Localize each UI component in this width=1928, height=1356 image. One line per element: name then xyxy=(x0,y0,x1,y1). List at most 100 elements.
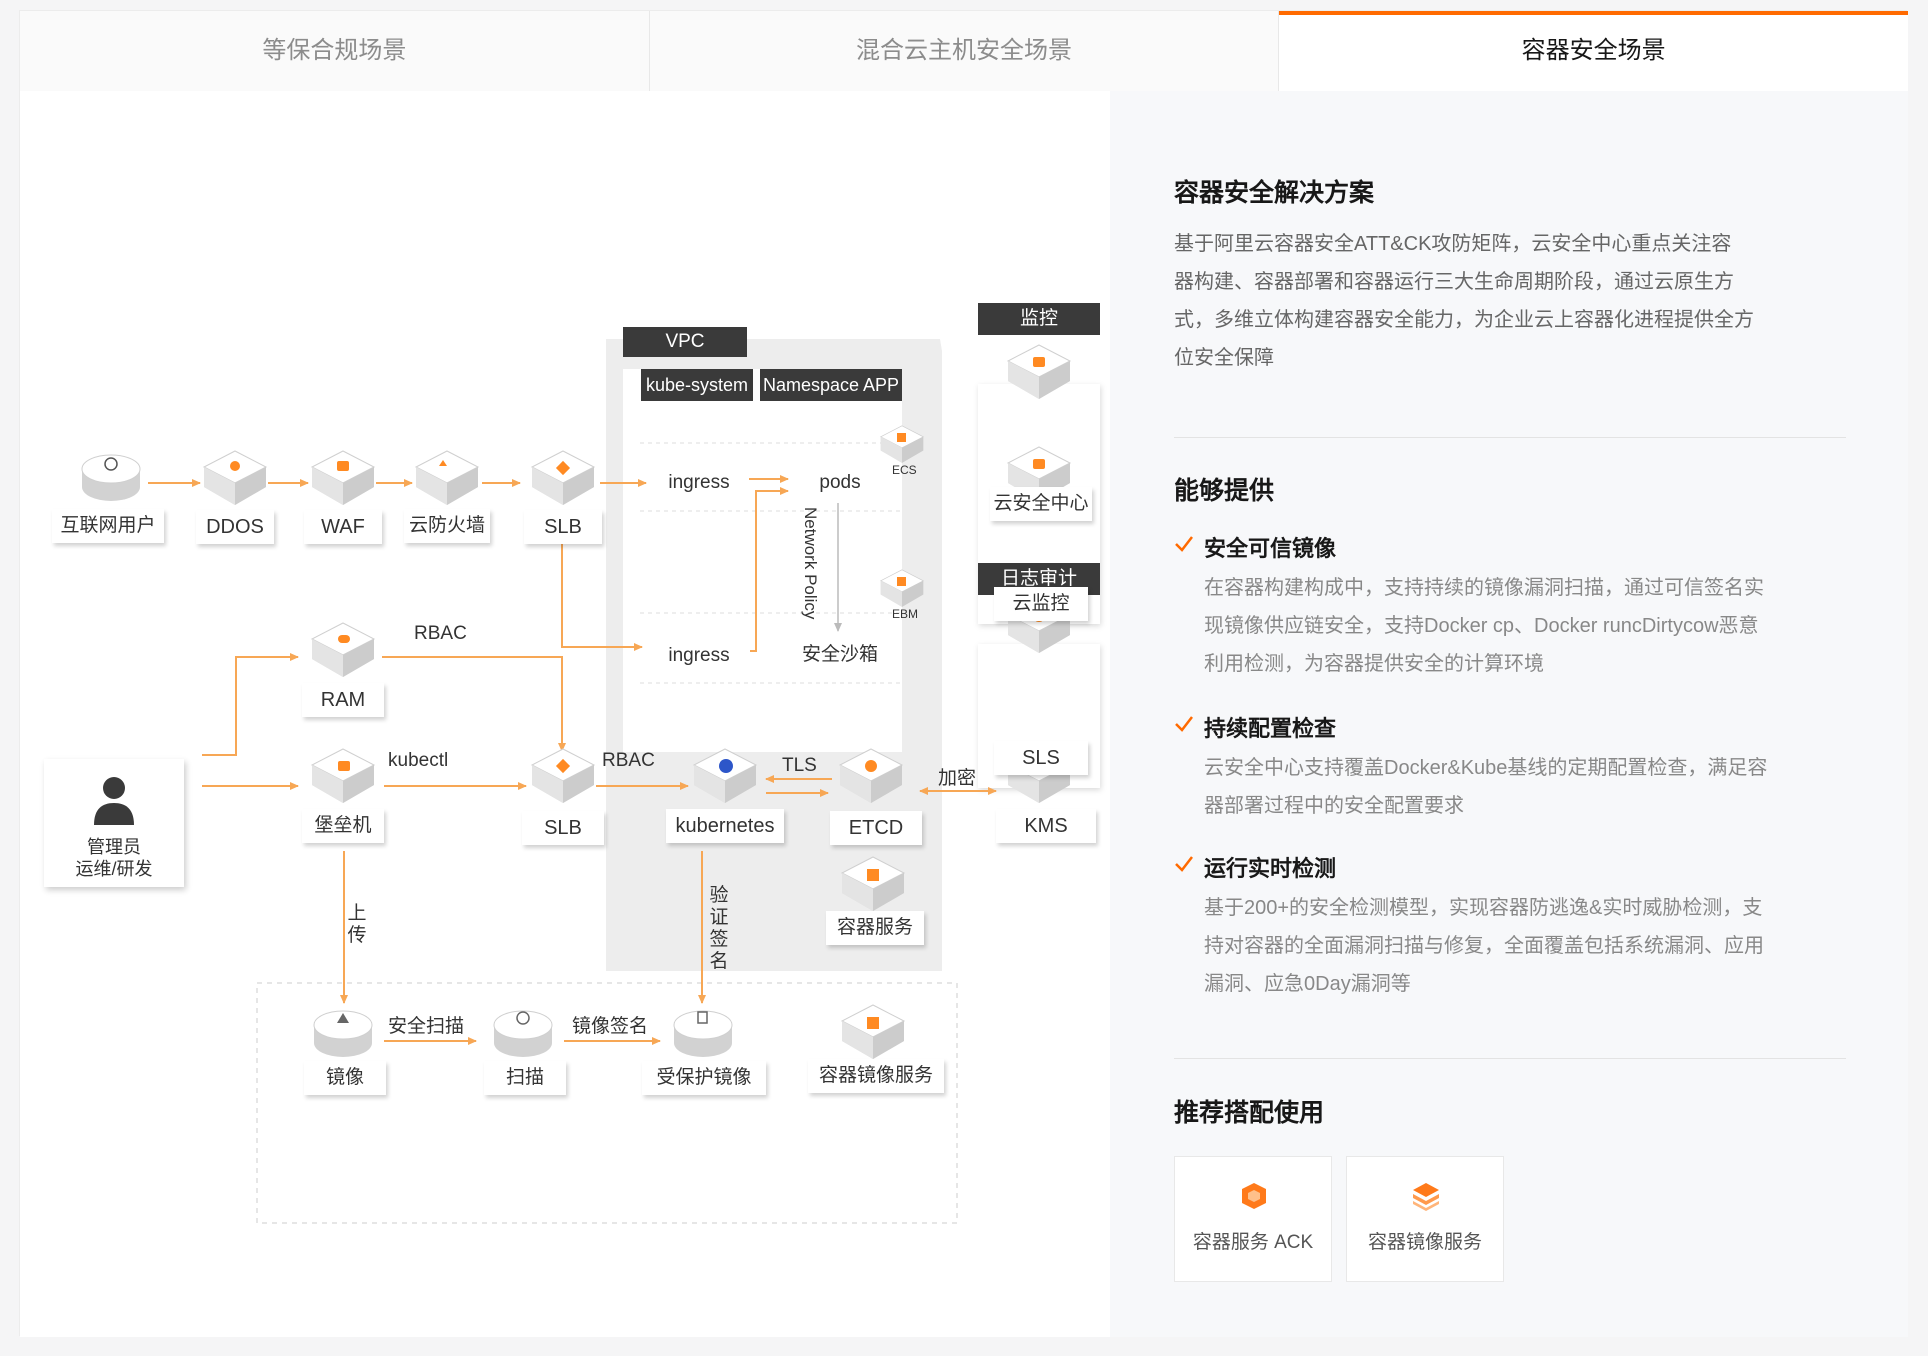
image-pipeline-box xyxy=(256,982,958,1224)
feature-line: 云安全中心支持覆盖Docker&Kube基线的定期配置检查，满足容 xyxy=(1204,757,1768,779)
tab-hybrid-cloud-host[interactable]: 混合云主机安全场景 xyxy=(649,11,1280,91)
feature-line: 现镜像供应链安全，支持Docker cp、Docker runcDirtycow… xyxy=(1204,615,1759,637)
cloud-monitor-icon xyxy=(1033,459,1045,469)
feature-description: 基于200+的安全检测模型，实现容器防逃逸&实时威胁检测，支 持对容器的全面漏洞… xyxy=(1204,889,1854,1003)
edge-security-scan: 安全扫描 xyxy=(388,1016,465,1037)
monitor-title: 监控 xyxy=(978,303,1100,335)
slb-mid-node: SLB xyxy=(522,811,604,845)
ram-node: RAM xyxy=(302,683,384,717)
product-label: 容器服务 ACK xyxy=(1192,1232,1314,1253)
admin-node: 管理员 运维/研发 xyxy=(44,759,184,887)
waf-icon xyxy=(337,461,349,471)
check-icon xyxy=(1175,856,1193,872)
tab-container-security[interactable]: 容器安全场景 xyxy=(1279,11,1909,91)
sandbox-box: 安全沙箱 xyxy=(790,638,890,672)
ecs-icon xyxy=(897,433,906,442)
image-icon xyxy=(337,1013,349,1023)
ram-icon xyxy=(338,635,350,643)
ebm-label: EBM xyxy=(892,607,919,621)
solution-title: 容器安全解决方案 xyxy=(1174,179,1375,207)
cloud-monitor-node: 云监控 xyxy=(994,587,1088,621)
bastion-icon xyxy=(338,761,350,771)
kms-node: KMS xyxy=(996,809,1096,843)
feature-description: 在容器构建构成中，支持持续的镜像漏洞扫描，通过可信签名实 现镜像供应链安全，支持… xyxy=(1204,569,1854,683)
ingress-bottom: ingress xyxy=(649,639,749,673)
divider-2 xyxy=(1174,1058,1846,1059)
container-registry-node: 容器镜像服务 xyxy=(808,1059,944,1093)
scenario-card: 等保合规场景 混合云主机安全场景 容器安全场景 xyxy=(19,10,1909,1337)
solution-sidebar: 容器安全解决方案 基于阿里云容器安全ATT&CK攻防矩阵，云安全中心重点关注容 … xyxy=(1110,91,1908,1337)
product-card-registry[interactable]: 容器镜像服务 xyxy=(1346,1156,1504,1282)
feature-line: 漏洞、应急0Day漏洞等 xyxy=(1204,973,1411,995)
image-node: 镜像 xyxy=(304,1061,386,1095)
feature-line: 利用检测，为容器提供安全的计算环境 xyxy=(1204,653,1544,675)
etcd-icon xyxy=(865,760,877,772)
security-center-node: 云安全中心 xyxy=(990,487,1092,521)
internet-user-node: 互联网用户 xyxy=(52,509,164,543)
tab-compliance[interactable]: 等保合规场景 xyxy=(20,11,650,91)
sls-node: SLS xyxy=(994,741,1088,775)
person-icon xyxy=(94,777,134,825)
scenario-tabs: 等保合规场景 混合云主机安全场景 容器安全场景 xyxy=(20,11,1909,91)
scan-node: 扫描 xyxy=(484,1061,566,1095)
network-policy-label: Network Policy xyxy=(801,507,820,620)
vpc-title: VPC xyxy=(623,327,747,357)
kubernetes-icon xyxy=(719,759,733,773)
edge-verify-sign: 验证签名 xyxy=(709,885,729,972)
namespace-app-title: Namespace APP xyxy=(760,369,902,401)
etcd-node: ETCD xyxy=(830,811,922,845)
kube-system-title: kube-system xyxy=(641,369,753,401)
scan-icon xyxy=(516,1011,530,1025)
edge-rbac-ram: RBAC xyxy=(414,623,467,644)
edge-upload: 上传 xyxy=(347,903,367,946)
feature-description: 云安全中心支持覆盖Docker&Kube基线的定期配置检查，满足容 器部署过程中… xyxy=(1204,749,1854,825)
ddos-node: DDOS xyxy=(196,510,274,544)
feature-title: 持续配置检查 xyxy=(1204,716,1337,741)
security-center-icon xyxy=(1033,357,1045,367)
firewall-icon xyxy=(439,460,447,466)
pods-box: pods xyxy=(790,466,890,500)
protected-image-icon xyxy=(697,1011,708,1024)
check-icon xyxy=(1175,716,1193,732)
solution-line-3: 式，多维立体构建容器安全能力，为企业云上容器化进程提供全方 xyxy=(1174,309,1754,331)
feature-line: 器部署过程中的安全配置要求 xyxy=(1204,795,1464,817)
feature-line: 在容器构建构成中，支持持续的镜像漏洞扫描，通过可信签名实 xyxy=(1204,577,1764,599)
edge-rbac-k8s: RBAC xyxy=(602,750,655,771)
slb-icon xyxy=(555,460,571,476)
check-icon xyxy=(1175,536,1193,552)
ack-icon xyxy=(1242,1183,1266,1209)
product-label: 容器镜像服务 xyxy=(1367,1232,1482,1253)
solution-line-2: 器构建、容器部署和容器运行三大生命周期阶段，通过云原生方 xyxy=(1174,271,1734,293)
kubernetes-node: kubernetes xyxy=(666,809,784,843)
container-service-icon xyxy=(867,869,879,881)
waf-node: WAF xyxy=(304,510,382,544)
edge-image-sign: 镜像签名 xyxy=(572,1016,649,1037)
edge-encrypt: 加密 xyxy=(938,768,977,789)
container-service-node: 容器服务 xyxy=(826,911,924,945)
recommend-title: 推荐搭配使用 xyxy=(1174,1099,1325,1127)
divider-1 xyxy=(1174,437,1846,438)
feature-title: 安全可信镜像 xyxy=(1204,536,1337,561)
globe-icon xyxy=(104,457,118,471)
ebm-icon xyxy=(897,577,906,586)
admin-label: 管理员 xyxy=(87,837,141,857)
solution-line-1: 基于阿里云容器安全ATT&CK攻防矩阵，云安全中心重点关注容 xyxy=(1174,233,1732,255)
protected-image-node: 受保护镜像 xyxy=(642,1061,766,1095)
ecs-label: ECS xyxy=(892,463,917,477)
namespace-panel xyxy=(742,369,902,752)
feature-line: 持对容器的全面漏洞扫描与修复，全面覆盖包括系统漏洞、应用 xyxy=(1204,935,1764,957)
product-card-ack[interactable]: 容器服务 ACK xyxy=(1174,1156,1332,1282)
feature-title: 运行实时检测 xyxy=(1204,856,1337,881)
registry-icon xyxy=(1413,1183,1439,1211)
admin-role-label: 运维/研发 xyxy=(75,859,153,879)
bastion-node: 堡垒机 xyxy=(302,809,384,843)
registry-node-icon xyxy=(867,1017,879,1029)
edge-kubectl: kubectl xyxy=(388,750,449,771)
slb-mid-icon xyxy=(555,758,571,774)
cloud-firewall-node: 云防火墙 xyxy=(404,509,490,543)
ddos-icon xyxy=(230,461,240,471)
ingress-top: ingress xyxy=(649,466,749,500)
kube-system-panel xyxy=(623,369,748,752)
architecture-diagram: VPC kube-system Namespace APP ingress in… xyxy=(20,91,1110,1337)
edge-tls: TLS xyxy=(782,755,817,776)
